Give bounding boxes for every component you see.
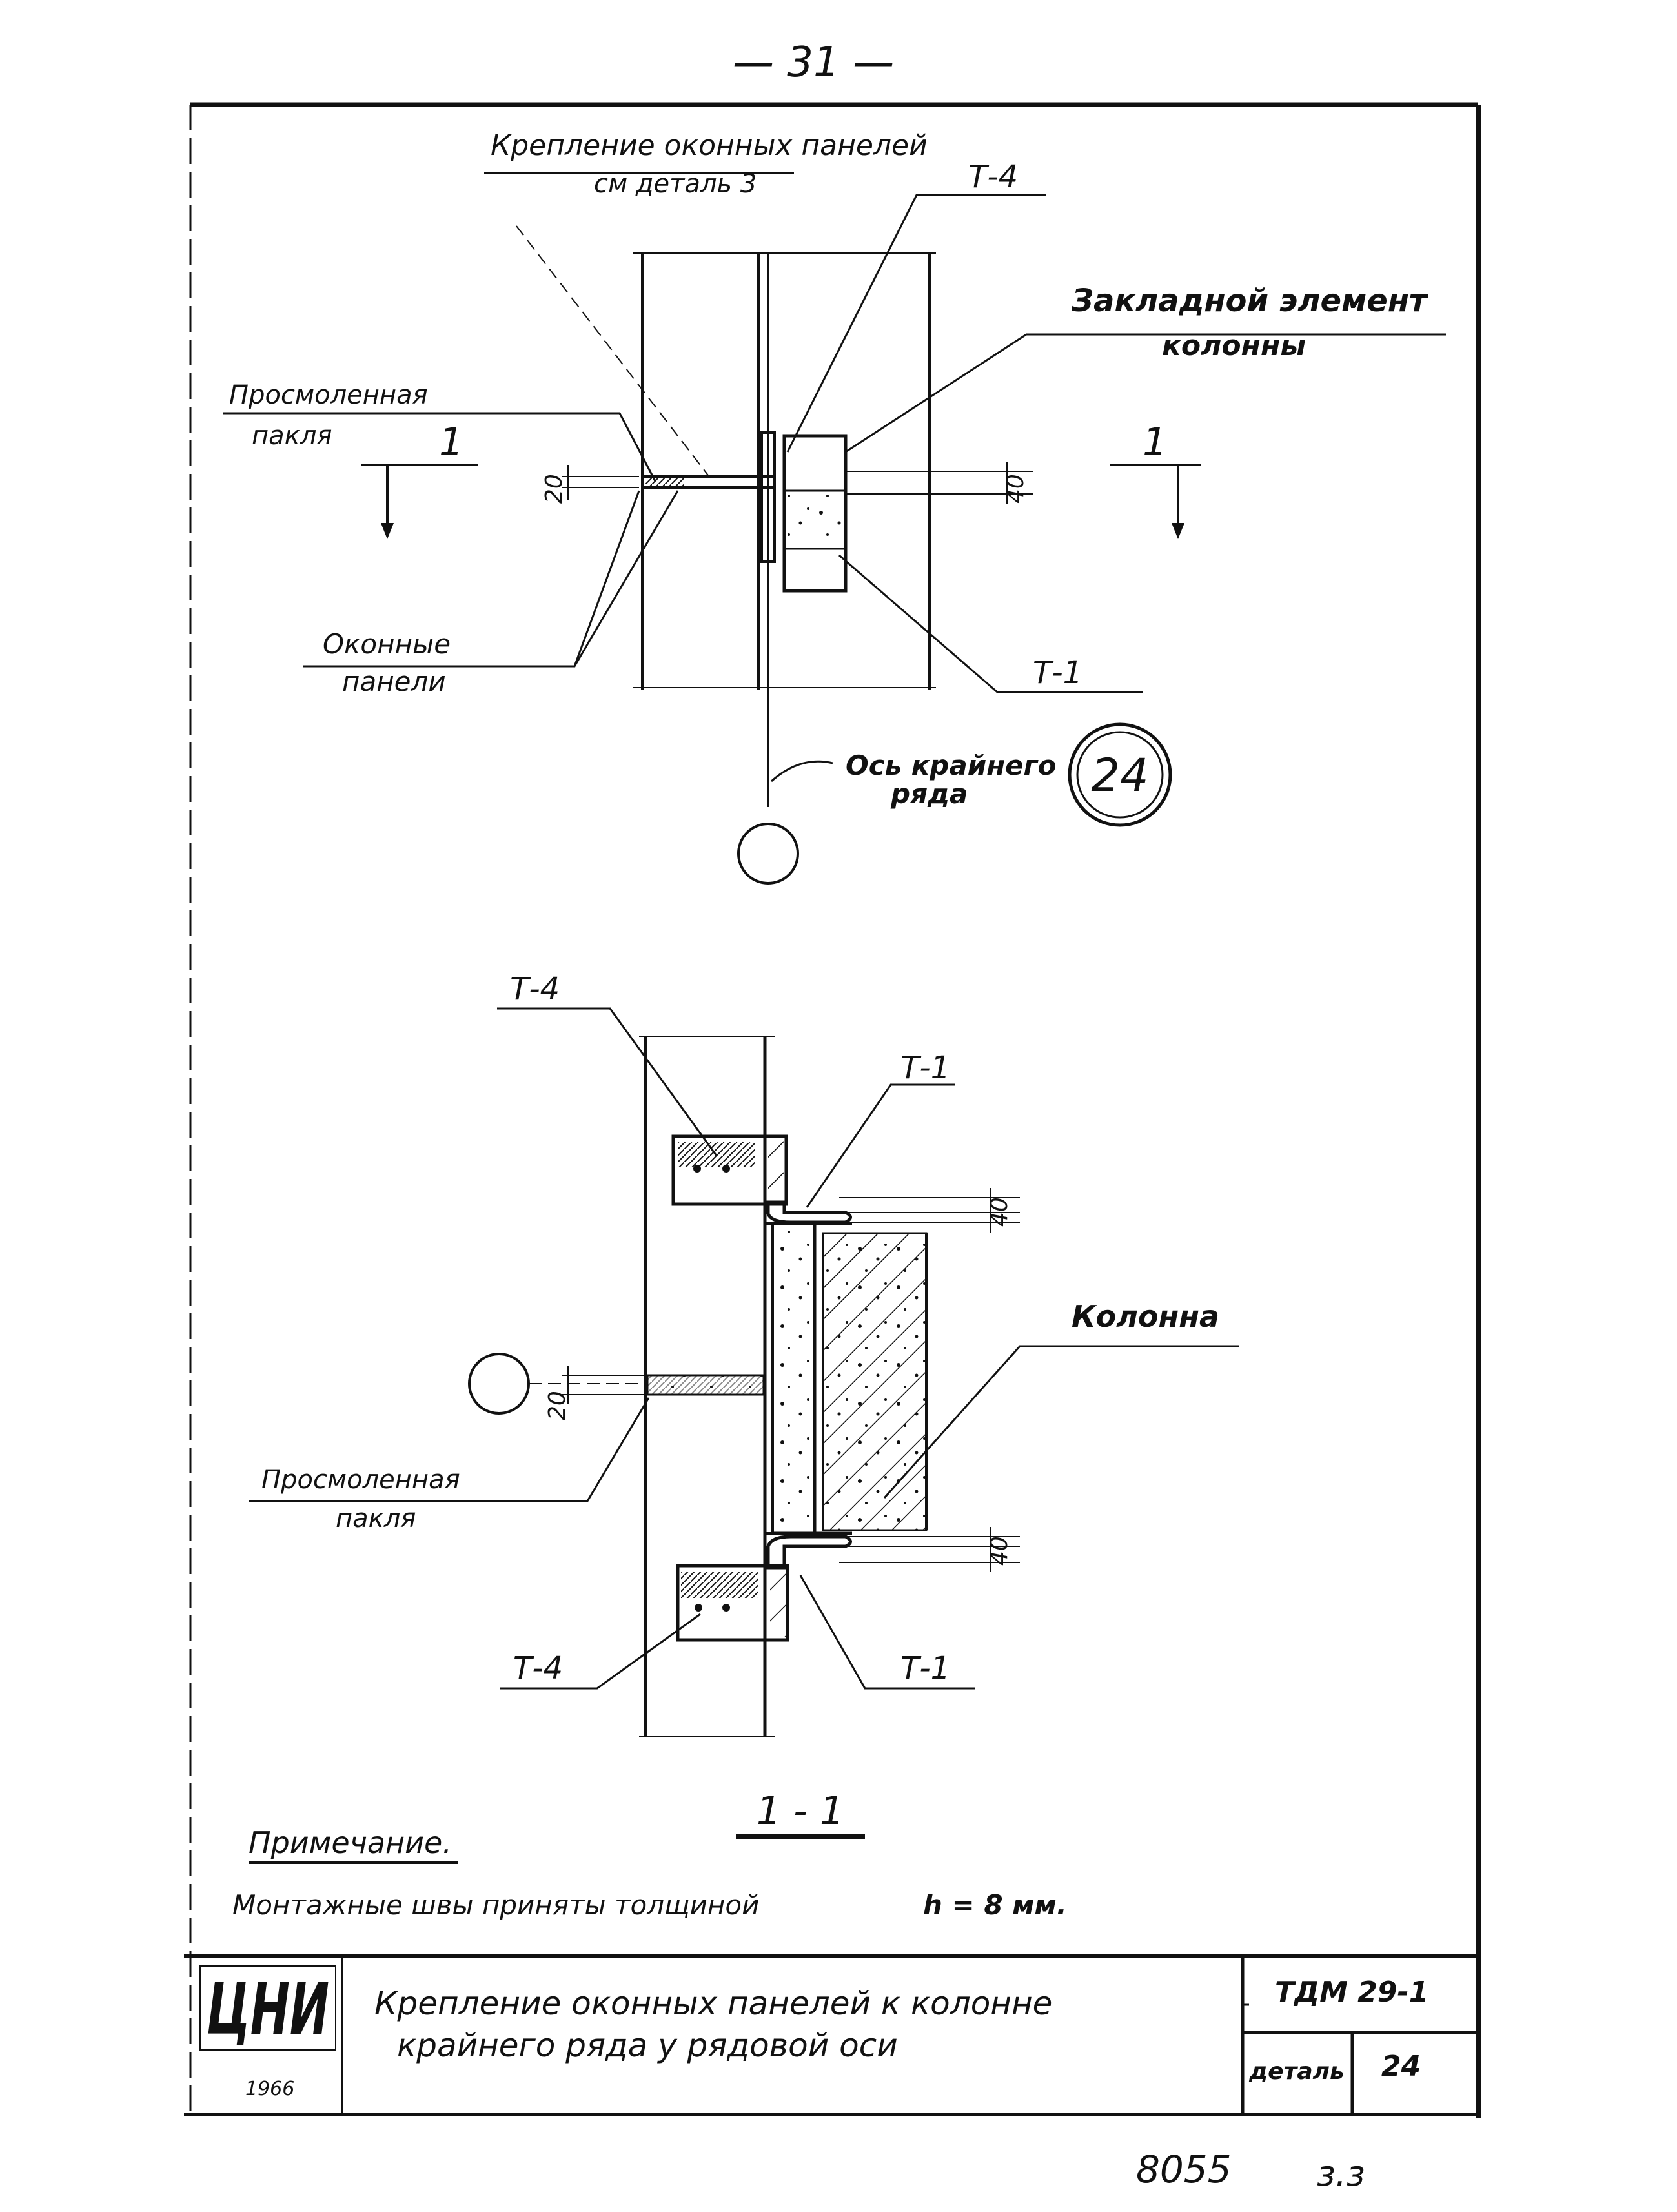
note-heading: Примечание. bbox=[249, 1825, 452, 1860]
section-title: 1 - 1 bbox=[757, 1788, 844, 1834]
title-block: ЦНИ 1966 Крепление оконных панелей к кол… bbox=[199, 1956, 1478, 2115]
section-mark-right: 1 bbox=[1110, 420, 1201, 539]
dim-20-top: 20 bbox=[541, 474, 567, 504]
svg-text:1: 1 bbox=[1143, 420, 1167, 465]
svg-text:1: 1 bbox=[439, 420, 463, 465]
sheet-frame bbox=[184, 102, 1481, 2118]
drawing-code: ТДМ 29-1 bbox=[1275, 1976, 1428, 2009]
drawing-title-line1: Крепление оконных панелей к колонне bbox=[374, 1985, 1052, 2022]
window-panels-line1: Оконные bbox=[323, 628, 451, 660]
top-view: 20 40 1 1 24 Кр bbox=[223, 129, 1446, 885]
svg-text:1966: 1966 bbox=[245, 2078, 294, 2100]
angle-t1-top-view bbox=[760, 431, 776, 563]
embedded-plate-top bbox=[671, 1134, 788, 1206]
label-t4-top-view: Т-4 bbox=[968, 159, 1018, 195]
dim-40-top: 40 bbox=[1002, 474, 1029, 504]
axis-bubble-section bbox=[468, 1353, 530, 1415]
section-view: 40 40 20 Т-4 Т-1 Колонна Просмоленная па… bbox=[249, 971, 1239, 1839]
embedded-element-line2: колонны bbox=[1162, 329, 1306, 362]
embedded-element-block bbox=[782, 434, 848, 593]
drawing-title-line2: крайнего ряда у рядовой оси bbox=[397, 2027, 898, 2064]
label-t4-section-top: Т-4 bbox=[510, 971, 560, 1007]
tow-label-section-line1: Просмоленная bbox=[261, 1465, 460, 1495]
axis-label-line1: Ось крайнего bbox=[846, 750, 1056, 781]
dim-20-section: 20 bbox=[544, 1391, 571, 1420]
tow-label-top-line2: пакля bbox=[252, 421, 332, 451]
note-block: Примечание. Монтажные швы приняты толщин… bbox=[232, 1825, 1067, 1921]
note-text-part2: h = 8 мм. bbox=[923, 1889, 1067, 1921]
label-t4-section-bottom: Т-4 bbox=[513, 1650, 563, 1686]
svg-text:ЦНИ: ЦНИ bbox=[207, 1968, 329, 2051]
angle-t1-bottom bbox=[766, 1535, 852, 1570]
section-mark-left: 1 bbox=[361, 420, 478, 539]
embedded-plate-bottom bbox=[676, 1564, 789, 1642]
column-label: Колонна bbox=[1072, 1299, 1219, 1334]
organization-logo: ЦНИ 1966 bbox=[199, 1965, 336, 2100]
dim-40-section-bottom: 40 bbox=[986, 1536, 1013, 1566]
detail-value: 24 bbox=[1381, 2050, 1421, 2083]
tow-label-section-line2: пакля bbox=[336, 1504, 416, 1533]
detail-number-circle bbox=[1068, 722, 1172, 827]
embedded-element-line1: Закладной элемент bbox=[1071, 283, 1429, 319]
window-panels-line2: панели bbox=[342, 666, 446, 697]
detail-number: 24 bbox=[1091, 749, 1148, 802]
label-t1-section-bottom: Т-1 bbox=[900, 1650, 950, 1686]
column-steel-plate bbox=[764, 1222, 774, 1535]
note-text-part1: Монтажные швы приняты толщиной bbox=[232, 1889, 759, 1921]
label-t1-section-top: Т-1 bbox=[900, 1050, 950, 1086]
detail-label: деталь bbox=[1248, 2058, 1345, 2085]
dim-40-section-top: 40 bbox=[986, 1197, 1013, 1227]
axis-label-line2: ряда bbox=[890, 778, 968, 810]
page-number: — 31 — bbox=[733, 39, 894, 87]
tow-label-top-line1: Просмоленная bbox=[229, 380, 428, 410]
label-t1-top-view: Т-1 bbox=[1033, 655, 1082, 691]
axis-bubble-top bbox=[737, 823, 799, 885]
sheet-suffix: з.з bbox=[1317, 2153, 1365, 2194]
window-panel-note-line2: см деталь 3 bbox=[594, 169, 757, 199]
sheet-number: 8055 bbox=[1136, 2147, 1232, 2191]
window-panel-note-line1: Крепление оконных панелей bbox=[491, 129, 928, 162]
